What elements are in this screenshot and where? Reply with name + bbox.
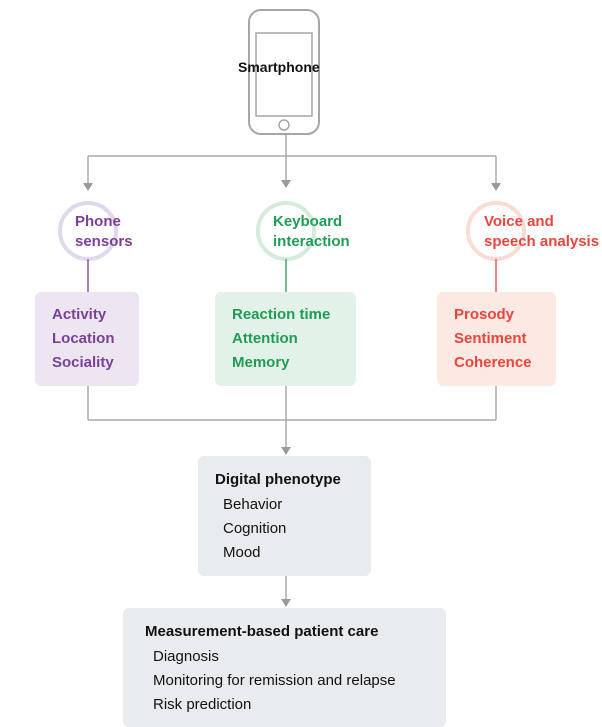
keyboard-interaction-box: Reaction time Attention Memory <box>215 292 356 386</box>
arrowheads-bottom <box>281 447 291 607</box>
list-item: Risk prediction <box>153 696 252 713</box>
voice-speech-label: Voice and speech analysis <box>484 213 600 250</box>
list-item: Monitoring for remission and relapse <box>153 672 396 689</box>
digital-phenotype-title: Digital phenotype <box>215 471 341 488</box>
merge-connectors <box>87 386 497 600</box>
smartphone-icon <box>248 9 320 135</box>
arrowheads-top <box>83 180 501 191</box>
source-stems <box>87 259 497 292</box>
list-item: Attention <box>232 330 298 347</box>
smartphone-label: Smartphone <box>238 59 320 75</box>
list-item: Coherence <box>454 354 532 371</box>
list-item: Sociality <box>52 354 114 371</box>
list-item: Cognition <box>223 520 287 537</box>
list-item: Prosody <box>454 306 515 323</box>
list-item: Sentiment <box>454 330 527 347</box>
voice-speech-box: Prosody Sentiment Coherence <box>437 292 556 386</box>
list-item: Behavior <box>223 496 283 513</box>
patient-care-title: Measurement-based patient care <box>145 623 379 640</box>
list-item: Location <box>52 330 115 347</box>
source-circles <box>58 201 526 261</box>
digital-phenotype-box: Digital phenotype Behavior Cognition Moo… <box>198 456 371 576</box>
list-item: Diagnosis <box>153 648 219 665</box>
list-item: Reaction time <box>232 306 331 323</box>
keyboard-interaction-label: Keyboard interaction <box>273 213 350 250</box>
list-item: Activity <box>52 306 107 323</box>
list-item: Memory <box>232 354 290 371</box>
phone-sensors-box: Activity Location Sociality <box>35 292 139 386</box>
top-connectors <box>87 134 497 184</box>
patient-care-box: Measurement-based patient care Diagnosis… <box>123 608 446 727</box>
phone-sensors-label: Phone sensors <box>75 213 133 250</box>
list-item: Mood <box>223 544 261 561</box>
